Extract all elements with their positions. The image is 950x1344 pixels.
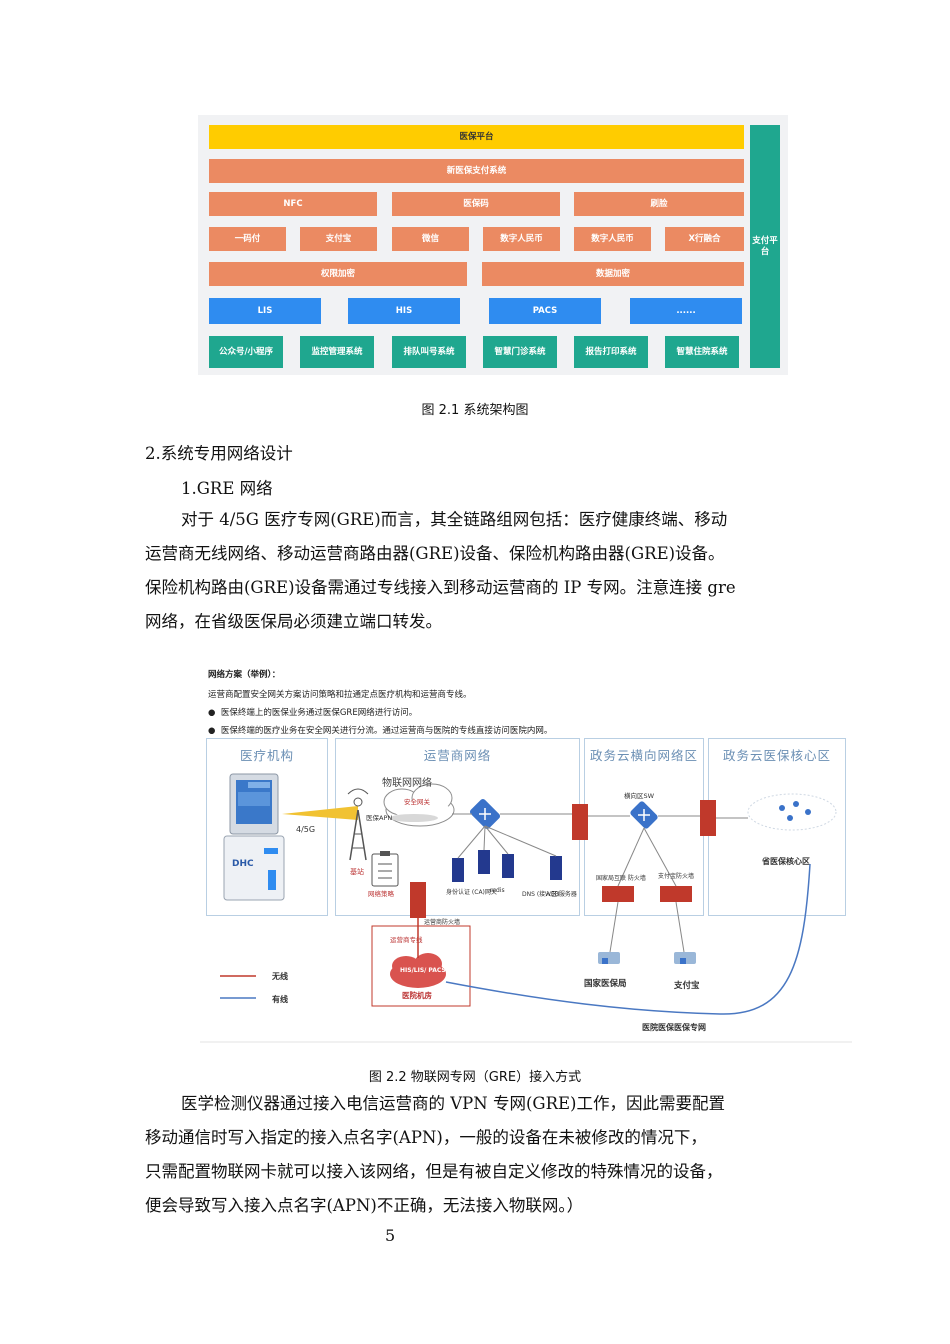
hospital-cloud-icon <box>390 953 446 988</box>
provincial-core-label: 省医保核心区 <box>761 856 810 866</box>
iot-network-label: 物联网网络 <box>382 776 432 789</box>
network-note-bullet: ● 医保终端的医疗业务在安全网关进行分流。通过运营商与医院的专线直接访问医院内网… <box>208 726 553 736</box>
paragraph-2: 医学检测仪器通过接入电信运营商的 VPN 专网(GRE)工作，因此需要配置 移动… <box>145 1087 805 1223</box>
alipay-firewall-label: 支付宝防火墙 <box>658 872 694 880</box>
network-note-bullet: ● 医保终端上的医保业务通过医保GRE网络进行访问。 <box>208 708 418 718</box>
alipay-icon <box>674 952 696 964</box>
pacs-block: PACS <box>489 298 601 324</box>
digital-rmb-block: 数字人民币 <box>483 227 560 251</box>
paragraph-1-line: 网络，在省级医保局必须建立端口转发。 <box>145 612 442 631</box>
smart-clinic-block: 智慧门诊系统 <box>483 336 557 368</box>
more-block: ...... <box>630 298 742 324</box>
paragraph-1-line: 保险机构路由(GRE)设备需通过专线接入到移动运营商的 IP 专网。注意连接 g… <box>145 578 736 597</box>
nfc-block: NFC <box>209 192 377 216</box>
redis-label: redis <box>490 887 505 894</box>
insurance-code-block: 医保码 <box>392 192 560 216</box>
sub-heading: 1.GRE 网络 <box>181 479 273 498</box>
official-account-block: 公众号/小程序 <box>209 336 283 368</box>
platform-block: 医保平台 <box>209 125 744 149</box>
payment-platform-side-block: 支付平台 <box>750 125 780 368</box>
zone-title: 医疗机构 <box>239 748 294 763</box>
dns-label: DNS (接入区) <box>522 890 560 898</box>
horizontal-switch-label: 横向区SW <box>624 791 655 800</box>
core-cloud-icon <box>747 793 837 831</box>
web-server-label: WEB服务器 <box>545 890 577 898</box>
x-bank-block: X行融合 <box>665 227 744 251</box>
figure-2-2-caption: 图 2.2 物联网专网（GRE）接入方式 <box>368 1070 582 1085</box>
his-block: HIS <box>348 298 460 324</box>
monitor-system-block: 监控管理系统 <box>300 336 374 368</box>
medical-kiosk-icon: DHC <box>223 773 285 901</box>
legend-wireless-label: 无线 <box>271 971 288 981</box>
national-bureau-label: 国家医保局 <box>584 978 627 989</box>
legend-wired-label: 有线 <box>272 994 288 1004</box>
wireless-beam-label: 4/5G <box>296 825 315 834</box>
carrier-line-label: 运营商专线 <box>390 935 423 944</box>
face-pay-block: 刷脸 <box>574 192 744 216</box>
server-group-icon <box>452 850 562 882</box>
figure-2-1-caption: 图 2.1 系统架构图 <box>421 403 529 418</box>
his-label: HIS/LIS/ PACS... <box>400 967 453 974</box>
carrier-router-icon <box>469 798 501 830</box>
kiosk-brand: DHC <box>232 859 254 869</box>
wired-line <box>445 863 811 1015</box>
paragraph-2-line: 移动通信时写入指定的接入点名字(APN)，一般的设备在未被修改的情况下， <box>145 1128 707 1147</box>
system-architecture-figure: 医保平台 新医保支付系统 NFC 医保码 刷脸 一码付 支付宝 微信 数字人民币… <box>198 115 788 375</box>
carrier-firewall-label: 运营商防火墙 <box>424 918 460 926</box>
page-number: 5 <box>385 1226 396 1245</box>
queue-system-block: 排队叫号系统 <box>392 336 466 368</box>
apn-label: 医保APN <box>366 813 392 822</box>
zone-title: 运营商网络 <box>423 748 492 763</box>
ca-gateway-label: 身份认证 (CA)网关 <box>446 888 497 896</box>
network-diagram-graphics: DHC 4/5G 基站 物联网网络 安全网关 医保APN <box>200 773 852 1043</box>
base-station-icon <box>347 788 369 861</box>
hospital-room-label: 医院机房 <box>402 990 432 1000</box>
hospital-line-label: 医院医保医保专网 <box>642 1022 706 1032</box>
alipay-block: 支付宝 <box>300 227 377 251</box>
wechat-block: 微信 <box>392 227 469 251</box>
report-print-block: 报告打印系统 <box>574 336 648 368</box>
smart-inpatient-block: 智慧住院系统 <box>665 336 739 368</box>
paragraph-2-line: 便会导致写入接入点名字(APN)不正确，无法接入物联网。） <box>145 1196 584 1215</box>
paragraph-2-line: 医学检测仪器通过接入电信运营商的 VPN 专网(GRE)工作，因此需要配置 <box>181 1094 725 1113</box>
section-heading: 2.系统专用网络设计 <box>145 444 293 463</box>
paragraph-1-line: 对于 4/5G 医疗专网(GRE)而言，其全链路组网包括：医疗健康终端、移动 <box>181 510 728 529</box>
paragraph-2-line: 只需配置物联网卡就可以接入该网络，但是有被自定义修改的特殊情况的设备， <box>145 1162 723 1181</box>
base-station-label: 基站 <box>350 867 364 876</box>
firewall-icon <box>410 800 716 918</box>
national-firewall-label: 国家局互联 防火墙 <box>596 874 646 882</box>
zone-title: 政务云横向网络区 <box>589 748 698 763</box>
network-note-title: 网络方案（举例）： <box>208 670 281 680</box>
data-encryption-block: 数据加密 <box>482 262 744 286</box>
network-policy-label: 网络策略 <box>368 889 395 898</box>
alipay-label: 支付宝 <box>673 980 700 991</box>
horizontal-switch-icon <box>630 801 658 829</box>
network-diagram-figure: 网络方案（举例）： 运营商配置安全网关方案访问策略和拉通定点医疗机构和运营商专线… <box>200 662 852 1056</box>
carrier-line-box <box>371 925 471 1007</box>
zone-title: 政务云医保核心区 <box>722 748 831 763</box>
wireless-beam <box>282 806 358 820</box>
zone-medical-institution: 医疗机构 <box>206 738 328 916</box>
security-gateway-label: 安全网关 <box>404 797 431 806</box>
iot-cloud-icon <box>383 783 455 827</box>
one-code-pay-block: 一码付 <box>209 227 286 251</box>
permission-encryption-block: 权限加密 <box>209 262 467 286</box>
payment-system-block: 新医保支付系统 <box>209 159 744 183</box>
digital-rmb-block-2: 数字人民币 <box>574 227 651 251</box>
paragraph-1-line: 运营商无线网络、移动运营商路由器(GRE)设备、保险机构路由器(GRE)设备。 <box>145 544 725 563</box>
lis-block: LIS <box>209 298 321 324</box>
national-bureau-icon <box>598 952 620 964</box>
network-note-line: 运营商配置安全网关方案访问策略和拉通定点医疗机构和运营商专线。 <box>208 690 472 700</box>
paragraph-1: 对于 4/5G 医疗专网(GRE)而言，其全链路组网包括：医疗健康终端、移动 运… <box>145 503 805 639</box>
network-policy-icon <box>371 851 399 887</box>
